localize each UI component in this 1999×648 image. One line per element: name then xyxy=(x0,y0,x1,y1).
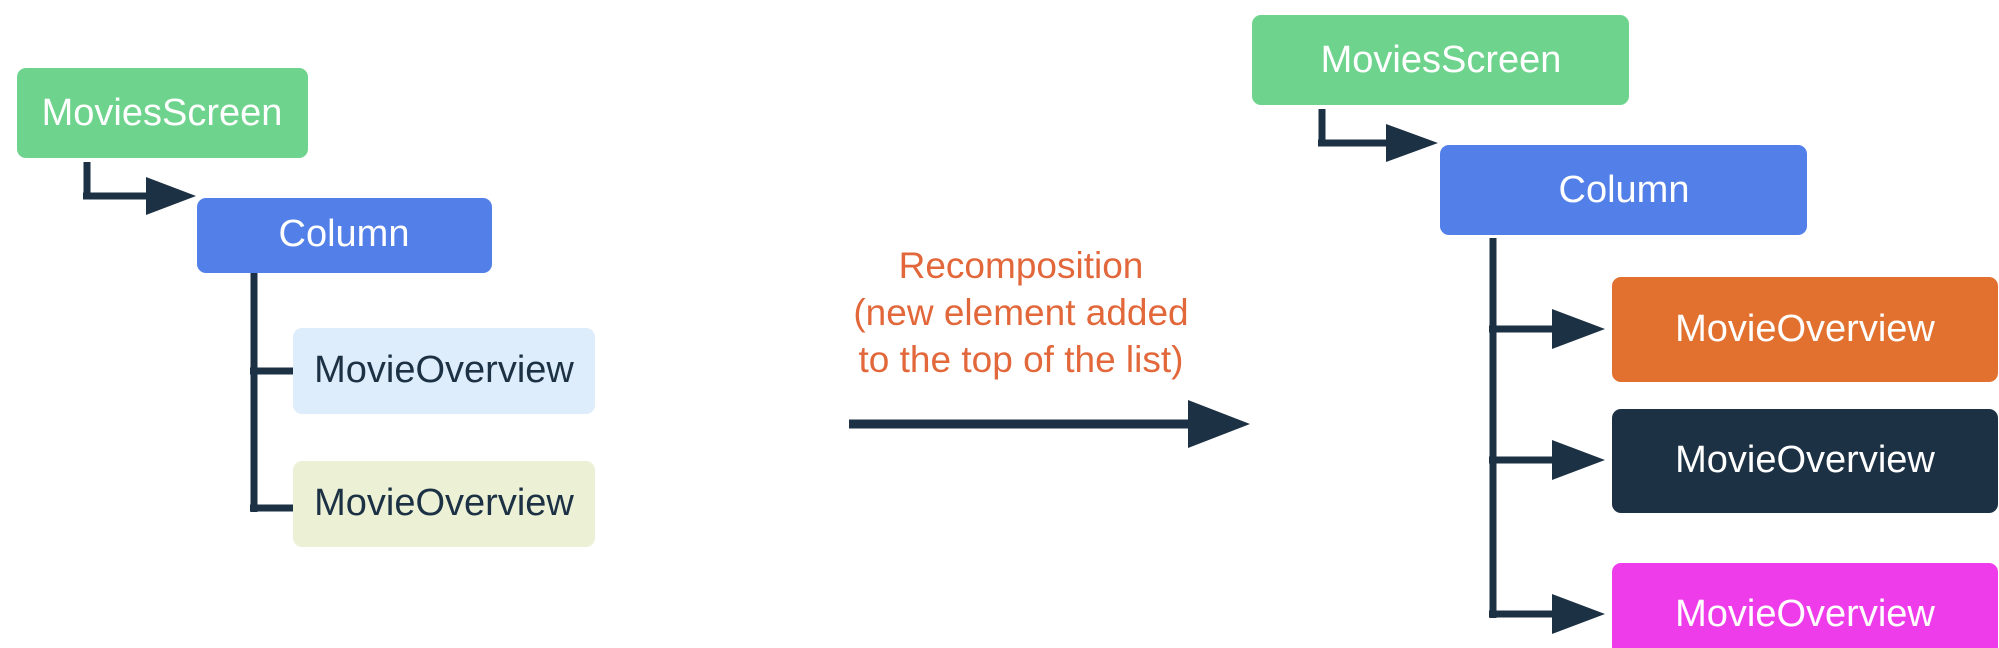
node-box xyxy=(293,461,595,547)
arrow-head-icon xyxy=(1386,124,1438,162)
node-box xyxy=(1252,15,1629,105)
node-label: MovieOverview xyxy=(1675,593,1935,635)
connector-before-screen-to-column xyxy=(83,162,196,215)
arrow-head-icon xyxy=(146,177,196,215)
arrow-head-icon xyxy=(1552,440,1605,480)
connector-after-column-to-children xyxy=(1489,238,1605,634)
before-tree: MoviesScreen Column MovieOverview MovieO… xyxy=(17,68,595,547)
node-movie-overview-after-1[interactable]: MovieOverview xyxy=(1612,409,1998,513)
node-movie-overview-before-2[interactable]: MovieOverview xyxy=(293,461,595,547)
node-label: Column xyxy=(279,213,410,255)
caption-line-2: (new element added xyxy=(853,292,1188,333)
node-column-after[interactable]: Column xyxy=(1440,145,1807,235)
node-label: Column xyxy=(1559,169,1690,211)
node-label: MovieOverview xyxy=(314,482,574,524)
after-tree: MoviesScreen Column MovieOverview MovieO… xyxy=(1252,15,1998,648)
node-box xyxy=(17,68,308,158)
node-box xyxy=(1612,563,1998,648)
node-label: MovieOverview xyxy=(1675,308,1935,350)
node-label: MoviesScreen xyxy=(42,92,283,134)
node-box xyxy=(197,198,492,273)
recomposition-caption: Recomposition (new element added to the … xyxy=(853,245,1188,380)
arrow-head-icon xyxy=(1188,400,1250,448)
node-movie-overview-before-1[interactable]: MovieOverview xyxy=(293,328,595,414)
node-box xyxy=(293,328,595,414)
caption-line-3: to the top of the list) xyxy=(859,339,1184,380)
node-movies-screen-after[interactable]: MoviesScreen xyxy=(1252,15,1629,105)
caption-line-1: Recomposition xyxy=(899,245,1144,286)
node-label: MovieOverview xyxy=(314,349,574,391)
node-movies-screen-before[interactable]: MoviesScreen xyxy=(17,68,308,158)
node-box xyxy=(1440,145,1807,235)
node-movie-overview-after-2[interactable]: MovieOverview xyxy=(1612,563,1998,648)
node-label: MoviesScreen xyxy=(1321,39,1562,81)
recomposition-arrow xyxy=(849,400,1250,448)
node-box xyxy=(1612,277,1998,382)
connector-after-screen-to-column xyxy=(1318,109,1438,162)
node-label: MovieOverview xyxy=(1675,439,1935,481)
node-movie-overview-after-new[interactable]: MovieOverview xyxy=(1612,277,1998,382)
arrow-head-icon xyxy=(1552,594,1605,634)
arrow-head-icon xyxy=(1552,309,1605,349)
node-box xyxy=(1612,409,1998,513)
node-column-before[interactable]: Column xyxy=(197,198,492,273)
